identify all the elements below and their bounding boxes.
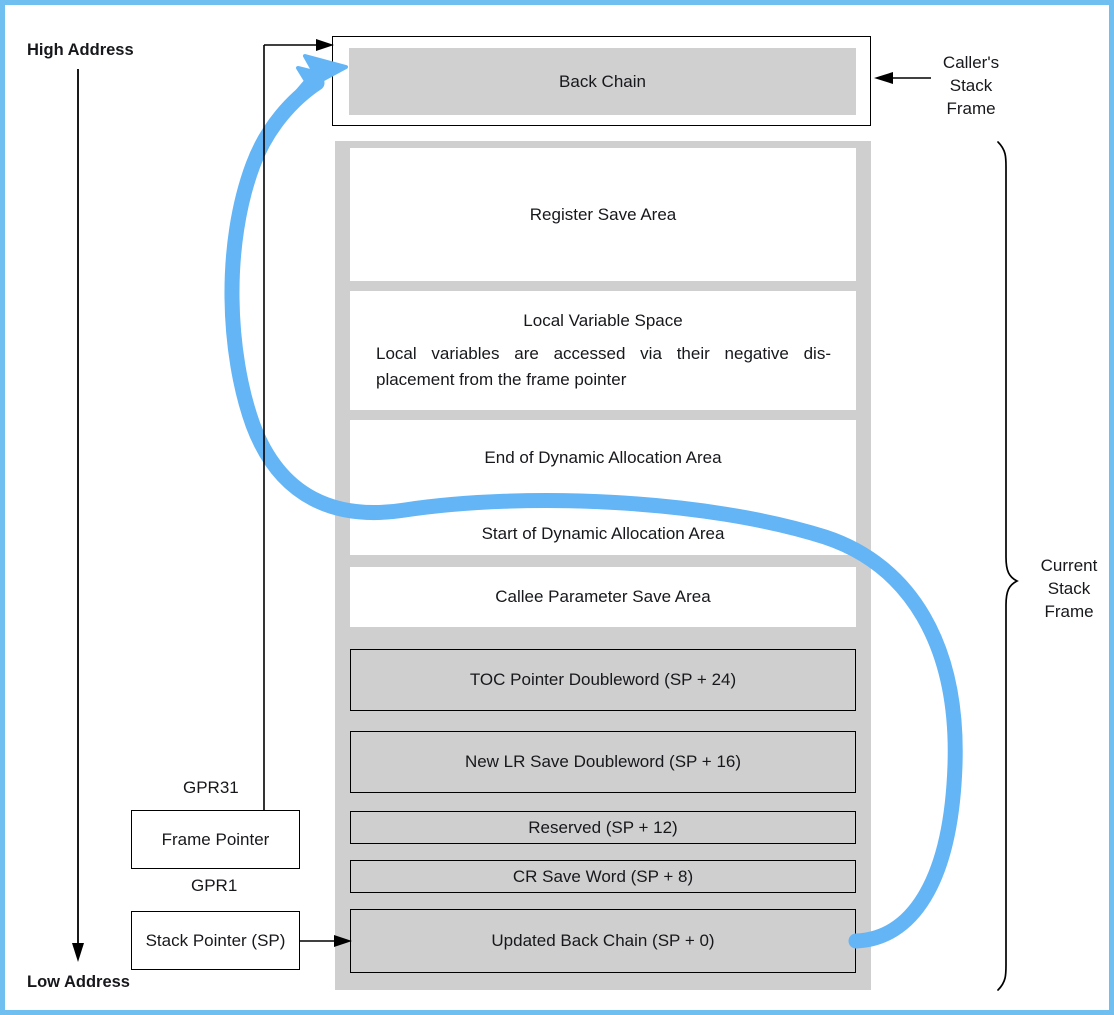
local-variable-space-cell: Local Variable Space Local variables are… xyxy=(350,291,856,410)
callee-parameter-save-area-cell: Callee Parameter Save Area xyxy=(350,567,856,627)
register-save-area-label: Register Save Area xyxy=(529,204,677,224)
frame-pointer-box: Frame Pointer xyxy=(131,810,300,869)
reserved-cell: Reserved (SP + 12) xyxy=(350,811,856,844)
callers-stack-frame-annotation: Caller's Stack Frame xyxy=(942,53,1000,118)
end-of-dynamic-allocation-area-label: End of Dynamic Allocation Area xyxy=(484,448,722,467)
toc-pointer-doubleword-label: TOC Pointer Doubleword (SP + 24) xyxy=(469,670,737,689)
stack-pointer-label: Stack Pointer (SP) xyxy=(145,930,286,950)
local-variable-space-body: Local variables are accessed via their n… xyxy=(376,344,831,390)
callers-stack-frame-box: Back Chain xyxy=(332,36,871,126)
toc-pointer-doubleword-cell: TOC Pointer Doubleword (SP + 24) xyxy=(350,649,856,711)
current-stack-frame-brace xyxy=(997,141,1019,991)
back-chain-label: Back Chain xyxy=(559,71,646,91)
dynamic-allocation-area-cell: End of Dynamic Allocation Area Start of … xyxy=(350,420,856,555)
current-stack-frame-annotation: Current Stack Frame xyxy=(1040,556,1098,621)
back-chain-cell: Back Chain xyxy=(349,48,856,115)
stack-pointer-box: Stack Pointer (SP) xyxy=(131,911,300,970)
register-save-area-cell: Register Save Area xyxy=(350,148,856,281)
high-address-label: High Address xyxy=(27,41,134,59)
callee-parameter-save-area-label: Callee Parameter Save Area xyxy=(495,587,711,606)
cr-save-word-cell: CR Save Word (SP + 8) xyxy=(350,860,856,893)
cr-save-word-label: CR Save Word (SP + 8) xyxy=(512,866,694,886)
frame-pointer-label: Frame Pointer xyxy=(161,829,270,849)
new-lr-save-doubleword-label: New LR Save Doubleword (SP + 16) xyxy=(464,752,742,771)
new-lr-save-doubleword-cell: New LR Save Doubleword (SP + 16) xyxy=(350,731,856,793)
low-address-label: Low Address xyxy=(27,973,130,991)
start-of-dynamic-allocation-area-label: Start of Dynamic Allocation Area xyxy=(481,524,725,543)
updated-back-chain-cell: Updated Back Chain (SP + 0) xyxy=(350,909,856,973)
reserved-label: Reserved (SP + 12) xyxy=(528,817,678,837)
updated-back-chain-label: Updated Back Chain (SP + 0) xyxy=(491,931,715,950)
local-variable-space-label: Local Variable Space xyxy=(523,311,683,330)
address-direction-arrow xyxy=(72,69,84,962)
gpr31-label: GPR31 xyxy=(183,778,239,797)
frame-pointer-connector xyxy=(263,39,334,810)
gpr1-label: GPR1 xyxy=(191,876,238,895)
